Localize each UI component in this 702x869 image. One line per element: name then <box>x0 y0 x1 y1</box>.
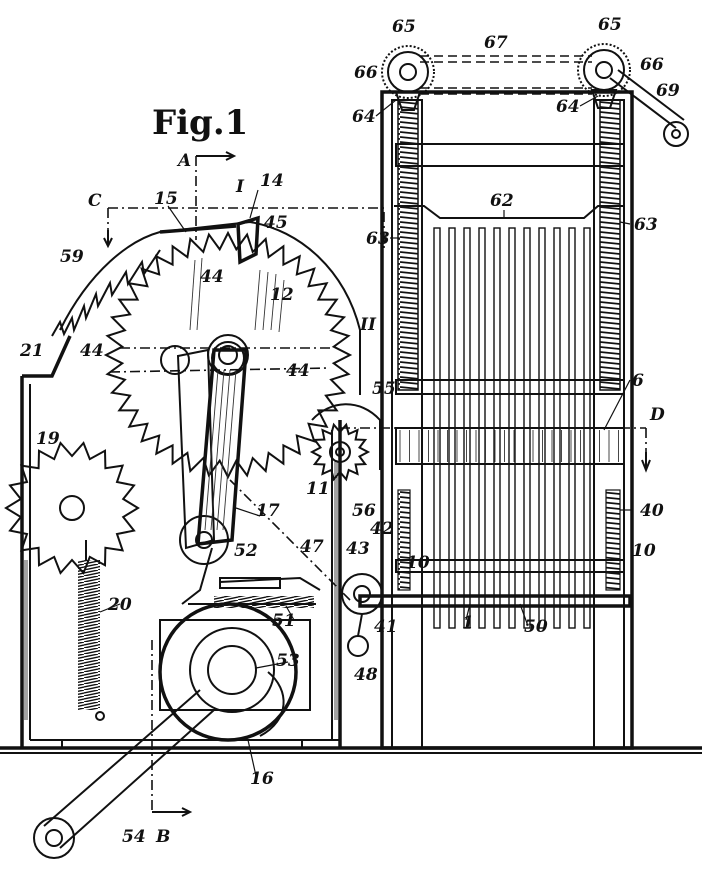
label-42: 42 <box>370 519 394 539</box>
label-55: 55 <box>372 379 396 399</box>
label-12: 12 <box>270 285 294 305</box>
gear-43 <box>341 573 383 657</box>
label-59: 59 <box>60 247 84 267</box>
label-52: 52 <box>234 541 258 561</box>
label-15: 15 <box>154 189 178 209</box>
section-mark-B: B <box>155 827 170 847</box>
section-arrows <box>103 151 651 817</box>
leader-lines <box>99 95 632 777</box>
label-43: 43 <box>346 539 370 559</box>
bevel-gear-right <box>577 43 631 109</box>
gear-19 <box>4 441 140 575</box>
label-21: 21 <box>19 341 44 361</box>
label-53: 53 <box>276 651 300 671</box>
big-gear-12 <box>103 230 353 480</box>
label-62: 62 <box>490 191 514 211</box>
section-mark-A: A <box>176 151 191 171</box>
spring-20 <box>78 540 105 721</box>
label-16: 16 <box>250 769 274 789</box>
label-51: 51 <box>272 611 296 631</box>
label-56: 56 <box>352 501 376 521</box>
screw-spindle-right <box>599 99 621 391</box>
label-67: 67 <box>484 33 508 53</box>
label-65a: 65 <box>392 17 416 37</box>
section-mark-II: II <box>359 315 377 335</box>
label-66b: 66 <box>640 55 664 75</box>
labels: Fig.1 A B C D I II 1 6 10 10 11 12 14 15… <box>19 15 680 847</box>
label-41: 41 <box>374 617 398 637</box>
label-64b: 64 <box>556 97 580 117</box>
label-17: 17 <box>256 501 280 521</box>
housing <box>20 335 342 749</box>
label-14: 14 <box>260 171 284 191</box>
section-mark-C: C <box>88 191 102 211</box>
label-6: 6 <box>632 371 644 391</box>
cam-16 <box>158 602 311 742</box>
label-19: 19 <box>36 429 60 449</box>
label-66a: 66 <box>354 63 378 83</box>
label-50: 50 <box>524 617 548 637</box>
arm-17 <box>160 341 248 605</box>
crank-handle-54 <box>33 689 215 859</box>
cross-bars <box>358 143 632 608</box>
label-1: 1 <box>462 613 474 633</box>
lever-14 <box>159 215 260 265</box>
label-65b: 65 <box>598 15 622 35</box>
band-6 <box>395 427 625 465</box>
label-40: 40 <box>640 501 664 521</box>
label-44b: 44 <box>80 341 104 361</box>
section-mark-I: I <box>235 177 245 197</box>
screw-spindle-left <box>397 99 419 391</box>
crank-69 <box>609 69 689 147</box>
label-47: 47 <box>300 537 324 557</box>
label-63b: 63 <box>634 215 658 235</box>
label-11: 11 <box>306 479 330 499</box>
label-44a: 44 <box>200 267 224 287</box>
spring-51 <box>188 576 321 608</box>
ratchet-40 <box>397 489 621 591</box>
pinion-11 <box>309 403 381 482</box>
chain-67 <box>420 55 592 95</box>
section-mark-D: D <box>649 405 665 425</box>
label-45: 45 <box>264 213 288 233</box>
figure-title: Fig.1 <box>152 103 248 143</box>
label-20: 20 <box>107 595 132 615</box>
label-10b: 10 <box>632 541 656 561</box>
label-69: 69 <box>656 81 680 101</box>
label-10a: 10 <box>406 553 430 573</box>
label-44c: 44 <box>286 361 310 381</box>
label-54: 54 <box>122 827 146 847</box>
label-64a: 64 <box>352 107 376 127</box>
label-48: 48 <box>354 665 378 685</box>
label-63a: 63 <box>366 229 390 249</box>
bevel-gear-left <box>381 45 435 111</box>
